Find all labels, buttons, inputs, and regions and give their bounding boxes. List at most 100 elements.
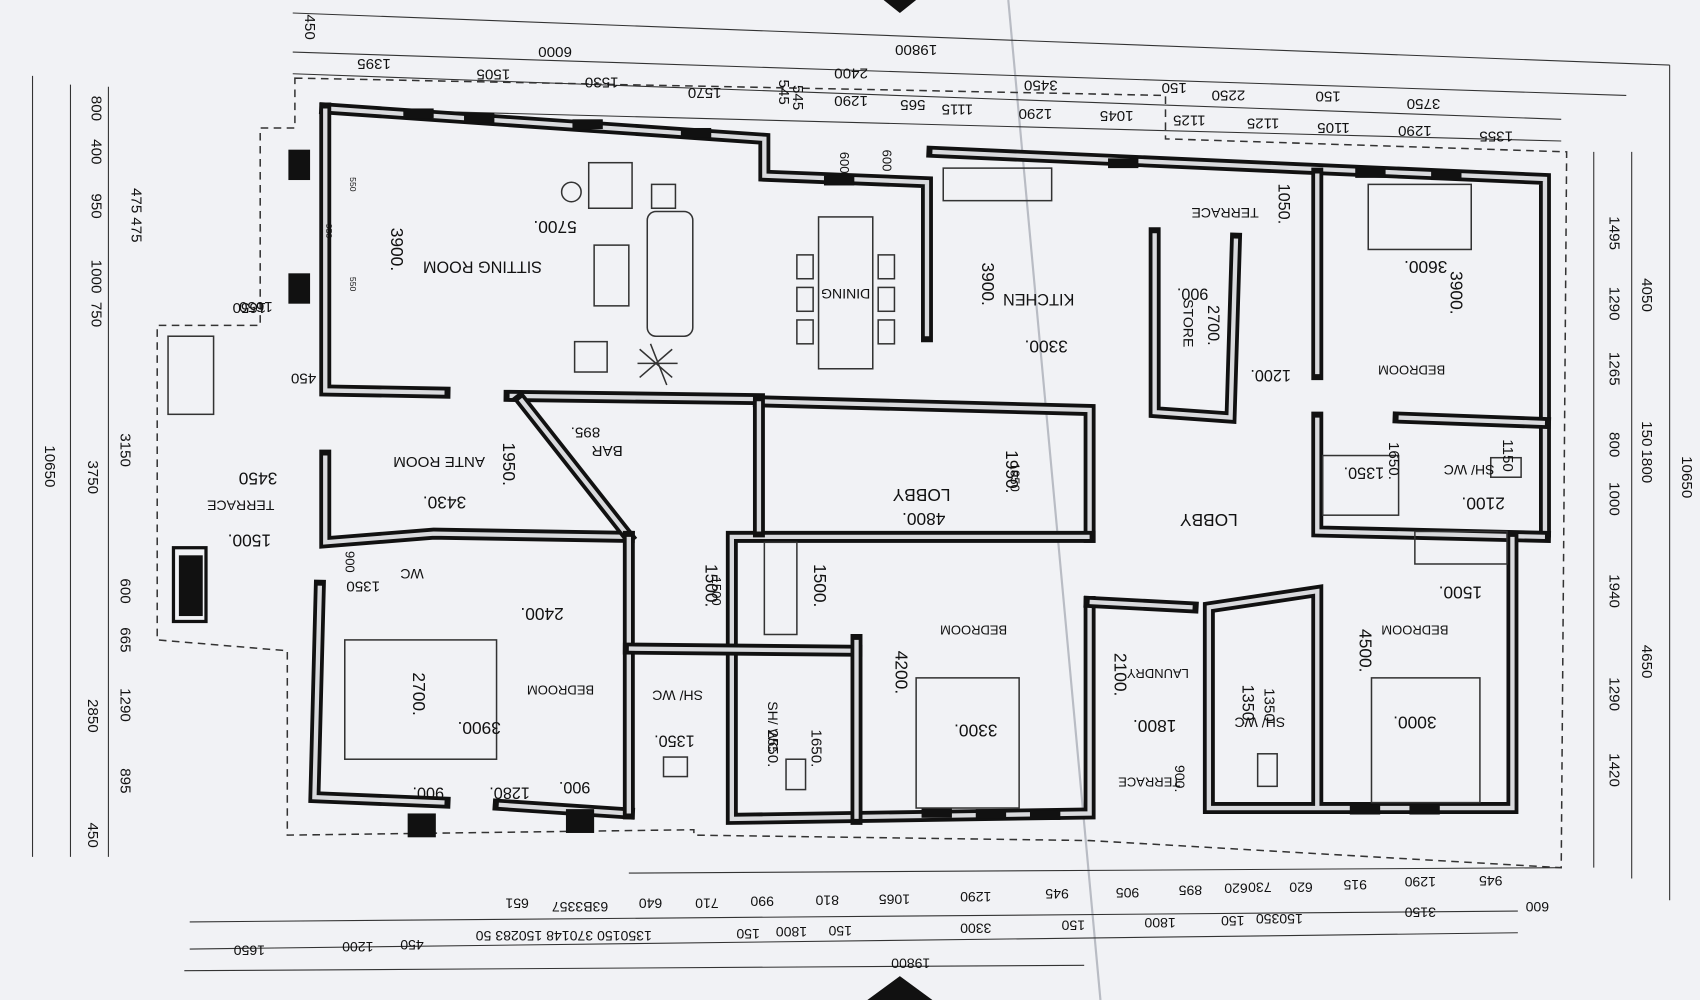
room-dimension-label: 600 bbox=[837, 152, 852, 174]
room-name-label: TERRACE bbox=[1191, 205, 1258, 221]
dimension-label: 1800 bbox=[1144, 915, 1175, 931]
dimension-label: 3750 bbox=[84, 460, 101, 494]
dimension-label: 450 bbox=[84, 822, 101, 847]
room-dimension-label: 600 bbox=[879, 150, 894, 172]
dimension-label: 475 bbox=[128, 217, 145, 242]
windows bbox=[167, 108, 1462, 838]
dimension-label: 150 bbox=[1315, 87, 1340, 104]
room-dimension-label: 3600. bbox=[1404, 257, 1447, 277]
dimension-label: 10650 bbox=[41, 445, 58, 487]
tv-stand bbox=[573, 340, 608, 373]
dimension-label: 545 bbox=[775, 80, 792, 105]
room-dimension-label: 1350. bbox=[1239, 685, 1257, 726]
room-dimension-label: 1350. bbox=[654, 731, 695, 749]
room-dimension-label: 1800. bbox=[1133, 716, 1176, 736]
dimension-label: 905 bbox=[1116, 885, 1140, 901]
room-name-label: BEDROOM bbox=[940, 623, 1007, 638]
bed bbox=[1370, 677, 1481, 804]
room-dimension-label: 2400. bbox=[520, 604, 563, 624]
room-dimension-label: 1280. bbox=[489, 783, 530, 801]
dimension-label: 1800 bbox=[776, 924, 807, 940]
dimension-label: 10650 bbox=[1678, 456, 1695, 498]
room-dimension-label: 2700. bbox=[409, 672, 429, 715]
dimension-label: 895 bbox=[1179, 883, 1203, 899]
room-dimension-label: 3900. bbox=[978, 262, 998, 305]
wall-segment bbox=[312, 585, 445, 805]
coffee-table bbox=[593, 244, 630, 307]
room-dimension-label: 550 bbox=[348, 277, 358, 292]
room-dimension-label: 1500. bbox=[810, 564, 830, 607]
dimension-label: 1530 bbox=[585, 73, 619, 90]
dimension-label: 150 bbox=[736, 926, 760, 942]
dimension-label: 915 bbox=[1343, 877, 1367, 893]
room-dimension-label: 2100. bbox=[1461, 494, 1504, 514]
room-dimension-label: 1650. bbox=[1385, 442, 1402, 480]
room-dimension-label: 900. bbox=[1177, 285, 1209, 303]
bed bbox=[1367, 183, 1472, 251]
room-dimension-label: 1350 bbox=[346, 578, 380, 595]
room-name-label: STORE bbox=[1180, 299, 1196, 347]
dimension-label: 1200 bbox=[342, 939, 373, 955]
dimension-label: 1290 bbox=[1019, 105, 1053, 122]
room-name-label: SH/ WC bbox=[1234, 715, 1285, 731]
dimension-label: 620 bbox=[1224, 880, 1248, 896]
dimension-label: 3150 bbox=[117, 433, 134, 467]
room-dimension-label: 3300. bbox=[1025, 336, 1068, 356]
room-dimension-label: 1150 bbox=[1499, 439, 1516, 472]
dimension-label: 3450 bbox=[1024, 77, 1058, 94]
bed bbox=[344, 639, 498, 760]
room-dimension-label: 1650. bbox=[807, 729, 824, 767]
dimension-label: 2400 bbox=[834, 65, 868, 82]
room-dimension-label: 1500. bbox=[702, 564, 722, 607]
toilet bbox=[662, 756, 689, 778]
room-dimension-label: 5700. bbox=[533, 217, 576, 237]
toilet bbox=[785, 758, 807, 791]
room-dimension-label: 3430. bbox=[423, 493, 466, 513]
wall-segment bbox=[323, 108, 445, 395]
dimension-label: 150 bbox=[828, 923, 852, 939]
room-dimension-label: 4800. bbox=[902, 509, 945, 529]
room-dimension-label: 1050. bbox=[1274, 184, 1292, 225]
dimension-label: 640 bbox=[639, 896, 663, 912]
room-dimension-label: 1350 bbox=[1260, 688, 1277, 722]
room-name-label: BAR bbox=[592, 442, 623, 459]
wall-segment bbox=[498, 802, 629, 816]
room-dimension-label: 3000. bbox=[1393, 713, 1436, 733]
dimension-label: 750 bbox=[87, 302, 104, 327]
room-dimension-label: 450 bbox=[291, 369, 316, 386]
dimension-label: 1290 bbox=[960, 889, 991, 905]
north-arrow-bottom bbox=[867, 976, 933, 1000]
room-dimension-label: 900. bbox=[559, 778, 591, 796]
dimension-label: 2850 bbox=[84, 699, 101, 733]
dimension-label: 1290 bbox=[1605, 677, 1622, 711]
dimension-label: 150 bbox=[1221, 913, 1245, 929]
dimension-label: 620 bbox=[1289, 879, 1313, 895]
room-name-label: LAUNDRY bbox=[1127, 666, 1189, 681]
dimension-label: 1045 bbox=[1100, 107, 1134, 124]
dimension-label: 1290 bbox=[1398, 122, 1432, 139]
dimension-label: 1125 bbox=[1247, 115, 1280, 132]
wardrobe bbox=[1414, 530, 1508, 565]
room-dimension-label: 4500. bbox=[1355, 629, 1375, 672]
room-name-label: SITTING ROOM bbox=[423, 257, 542, 275]
dimension-label: 545 bbox=[789, 85, 806, 110]
dimension-label: 950 bbox=[87, 193, 104, 218]
room-dimension-label: 4200. bbox=[891, 651, 911, 694]
room-dimension-label: 1650 bbox=[239, 298, 273, 315]
room-dimension-label: 3900. bbox=[387, 228, 407, 271]
dimension-label: 565 bbox=[900, 96, 925, 113]
room-name-label: WC bbox=[400, 566, 423, 582]
wall-segment bbox=[729, 534, 1092, 822]
dimension-label: 1940 bbox=[1605, 574, 1622, 608]
dimension-label: 895 bbox=[117, 768, 134, 793]
room-name-label: LOBBY bbox=[1180, 510, 1238, 530]
room-dimension-label: 1500. bbox=[1439, 583, 1482, 603]
wall-segment bbox=[1398, 415, 1546, 426]
dimension-label: 945 bbox=[1479, 873, 1503, 889]
bed bbox=[915, 677, 1020, 809]
room-dimension-label: 950 bbox=[324, 224, 334, 239]
dimension-label: 1650 bbox=[232, 299, 266, 316]
roof-outline bbox=[156, 77, 1568, 869]
dimension-label: 1000 bbox=[87, 260, 104, 294]
wall-segment bbox=[1206, 536, 1515, 811]
